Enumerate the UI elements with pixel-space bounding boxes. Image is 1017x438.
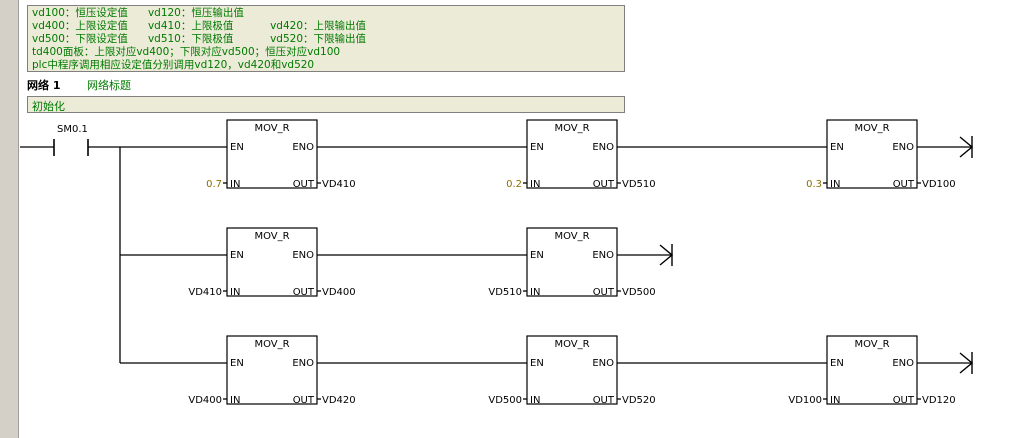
pin-out-label: OUT bbox=[293, 395, 315, 406]
block-name: MOV_R bbox=[554, 339, 589, 350]
mov-r-block[interactable] bbox=[526, 119, 618, 189]
pin-in-label: IN bbox=[830, 395, 840, 406]
block-name: MOV_R bbox=[254, 231, 289, 242]
pin-eno-label: ENO bbox=[892, 358, 914, 369]
network-title[interactable]: 网络标题 bbox=[87, 79, 131, 92]
program-comment[interactable]: vd100：恒压设定值 vd120：恒压输出值 vd400：上限设定值 vd41… bbox=[27, 5, 625, 72]
pin-out-label: OUT bbox=[893, 179, 915, 190]
pin-in-label: IN bbox=[530, 395, 540, 406]
pin-in-label: IN bbox=[530, 287, 540, 298]
pin-eno-label: ENO bbox=[292, 250, 314, 261]
pin-en-label: EN bbox=[830, 358, 844, 369]
comment-line: vd500：下限设定值 vd510：下限极值 vd520：下限输出值 bbox=[32, 33, 366, 45]
in-operand: 0.7 bbox=[206, 179, 222, 190]
out-operand: VD410 bbox=[322, 179, 356, 190]
pin-eno-label: ENO bbox=[892, 142, 914, 153]
contact-label: SM0.1 bbox=[57, 124, 88, 135]
block-name: MOV_R bbox=[554, 231, 589, 242]
network-number: 网络 1 bbox=[27, 79, 61, 92]
left-gutter bbox=[0, 0, 19, 438]
mov-r-block[interactable] bbox=[826, 119, 918, 189]
out-operand: VD400 bbox=[322, 287, 356, 298]
pin-en-label: EN bbox=[230, 142, 244, 153]
pin-en-label: EN bbox=[530, 358, 544, 369]
block-name: MOV_R bbox=[254, 123, 289, 134]
out-operand: VD510 bbox=[622, 179, 656, 190]
out-operand: VD420 bbox=[322, 395, 356, 406]
network-comment-text: 初始化 bbox=[32, 100, 65, 113]
pin-out-label: OUT bbox=[293, 179, 315, 190]
pin-eno-label: ENO bbox=[292, 142, 314, 153]
in-operand: VD500 bbox=[488, 395, 522, 406]
pin-in-label: IN bbox=[530, 179, 540, 190]
pin-in-label: IN bbox=[830, 179, 840, 190]
pin-out-label: OUT bbox=[893, 395, 915, 406]
mov-r-block[interactable] bbox=[226, 227, 318, 297]
out-operand: VD100 bbox=[922, 179, 956, 190]
comment-line: vd400：上限设定值 vd410：上限极值 vd420：上限输出值 bbox=[32, 20, 366, 32]
in-operand: VD100 bbox=[788, 395, 822, 406]
pin-in-label: IN bbox=[230, 395, 240, 406]
in-operand: 0.2 bbox=[506, 179, 522, 190]
pin-out-label: OUT bbox=[293, 287, 315, 298]
pin-eno-label: ENO bbox=[592, 358, 614, 369]
pin-en-label: EN bbox=[230, 358, 244, 369]
pin-eno-label: ENO bbox=[292, 358, 314, 369]
pin-eno-label: ENO bbox=[592, 250, 614, 261]
block-name: MOV_R bbox=[854, 123, 889, 134]
mov-r-block[interactable] bbox=[226, 119, 318, 189]
network-header[interactable]: 网络 1 网络标题 bbox=[27, 79, 131, 93]
block-name: MOV_R bbox=[254, 339, 289, 350]
mov-r-block[interactable] bbox=[826, 335, 918, 405]
comment-line: plc中程序调用相应设定值分别调用vd120，vd420和vd520 bbox=[32, 59, 315, 71]
out-operand: VD520 bbox=[622, 395, 656, 406]
in-operand: VD510 bbox=[488, 287, 522, 298]
comment-line: td400面板：上限对应vd400；下限对应vd500；恒压对应vd100 bbox=[32, 46, 341, 58]
in-operand: VD400 bbox=[188, 395, 222, 406]
in-operand: 0.3 bbox=[806, 179, 822, 190]
mov-r-block[interactable] bbox=[526, 335, 618, 405]
block-name: MOV_R bbox=[554, 123, 589, 134]
in-operand: VD410 bbox=[188, 287, 222, 298]
pin-out-label: OUT bbox=[593, 395, 615, 406]
pin-in-label: IN bbox=[230, 287, 240, 298]
block-name: MOV_R bbox=[854, 339, 889, 350]
mov-r-block[interactable] bbox=[526, 227, 618, 297]
pin-out-label: OUT bbox=[593, 179, 615, 190]
pin-en-label: EN bbox=[530, 142, 544, 153]
pin-en-label: EN bbox=[830, 142, 844, 153]
comment-line: vd100：恒压设定值 vd120：恒压输出值 bbox=[32, 7, 244, 19]
out-operand: VD500 bbox=[622, 287, 656, 298]
mov-r-block[interactable] bbox=[226, 335, 318, 405]
pin-in-label: IN bbox=[230, 179, 240, 190]
pin-en-label: EN bbox=[530, 250, 544, 261]
pin-eno-label: ENO bbox=[592, 142, 614, 153]
pin-en-label: EN bbox=[230, 250, 244, 261]
network-comment[interactable]: 初始化 bbox=[27, 96, 625, 113]
out-operand: VD120 bbox=[922, 395, 956, 406]
pin-out-label: OUT bbox=[593, 287, 615, 298]
